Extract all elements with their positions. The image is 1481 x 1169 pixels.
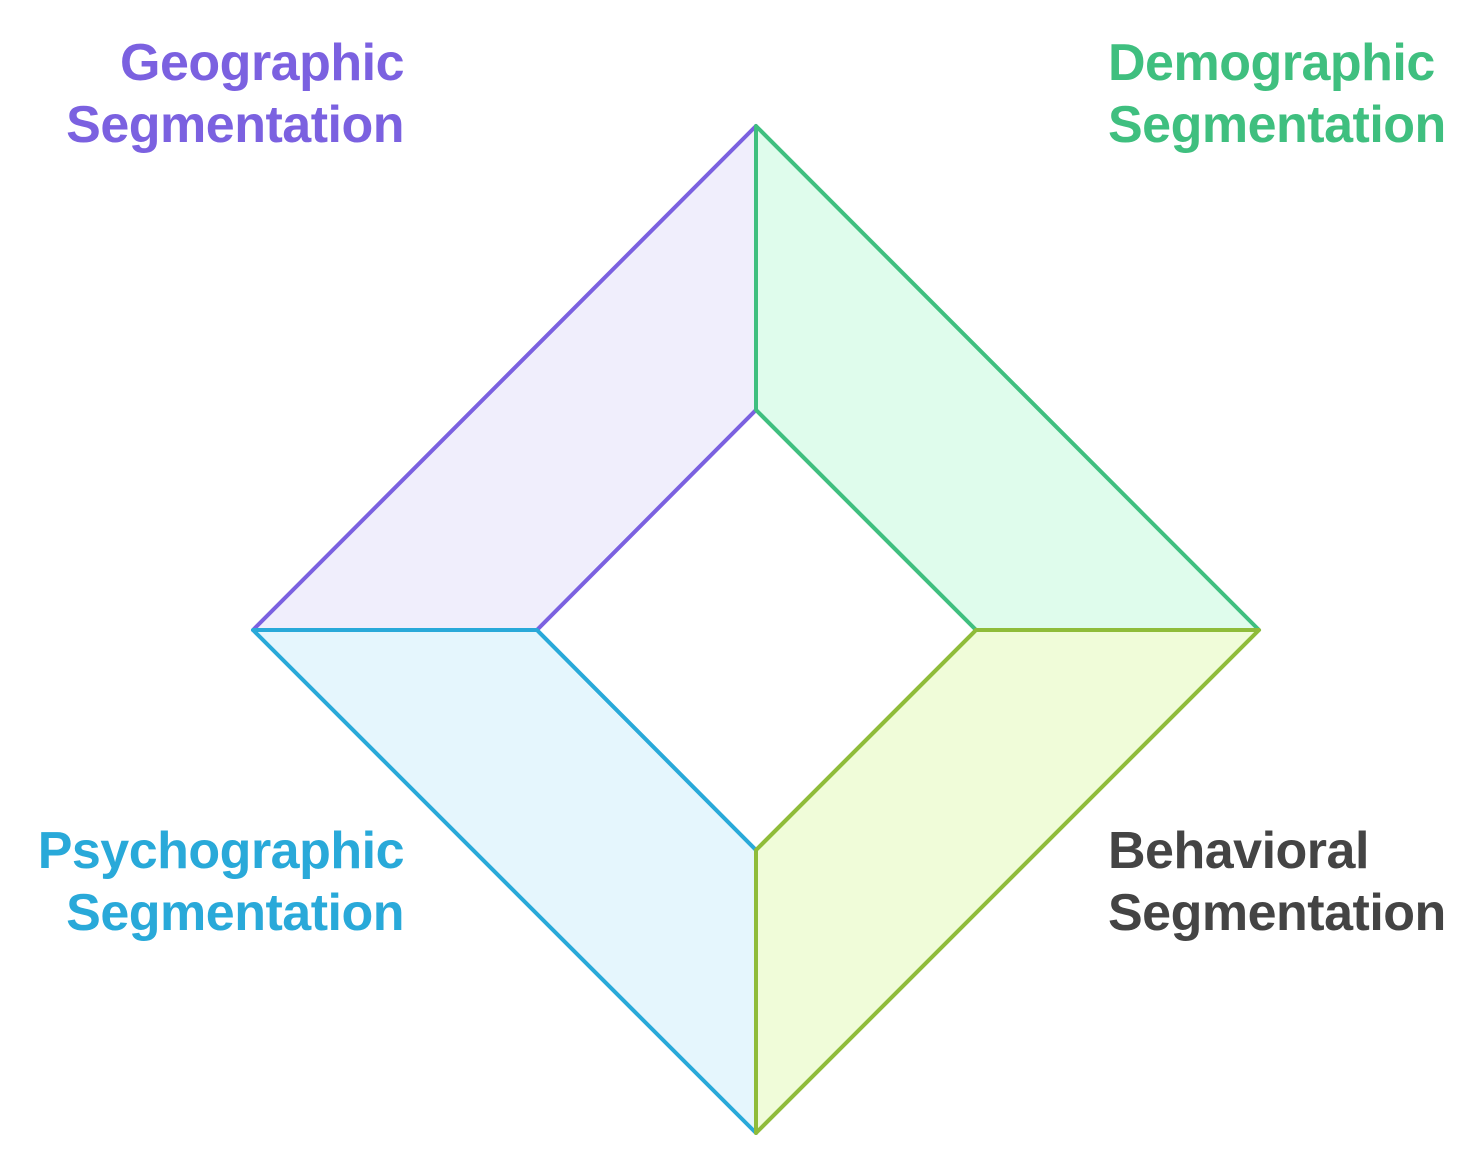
behavioral-label-line1: Behavioral [1108,822,1369,880]
psychographic-segmentation-label: Psychographic Segmentation [37,820,405,944]
behavioral-inner-edge [754,628,978,852]
psychographic-inner-edge [535,628,758,852]
geographic-label-line2: Segmentation [66,96,404,154]
demographic-segmentation-label: Demographic Segmentation [1108,32,1446,156]
demographic-label-line2: Segmentation [1108,96,1446,154]
psychographic-label-line2: Segmentation [66,884,404,942]
behavioral-label-line2: Segmentation [1108,884,1446,942]
psychographic-label-line1: Psychographic [37,822,405,880]
geographic-inner-edge [535,408,758,632]
demographic-inner-edge [754,408,978,632]
geographic-label-line1: Geographic [120,34,404,92]
behavioral-segmentation-label: Behavioral Segmentation [1108,820,1446,944]
demographic-label-line1: Demographic [1108,34,1435,92]
geographic-segmentation-label: Geographic Segmentation [66,32,404,156]
